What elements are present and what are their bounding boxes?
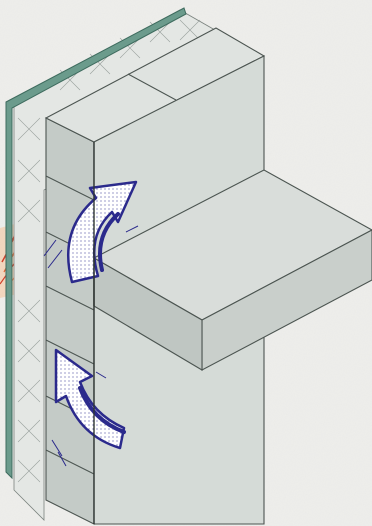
block-wall-side-face bbox=[46, 118, 94, 524]
